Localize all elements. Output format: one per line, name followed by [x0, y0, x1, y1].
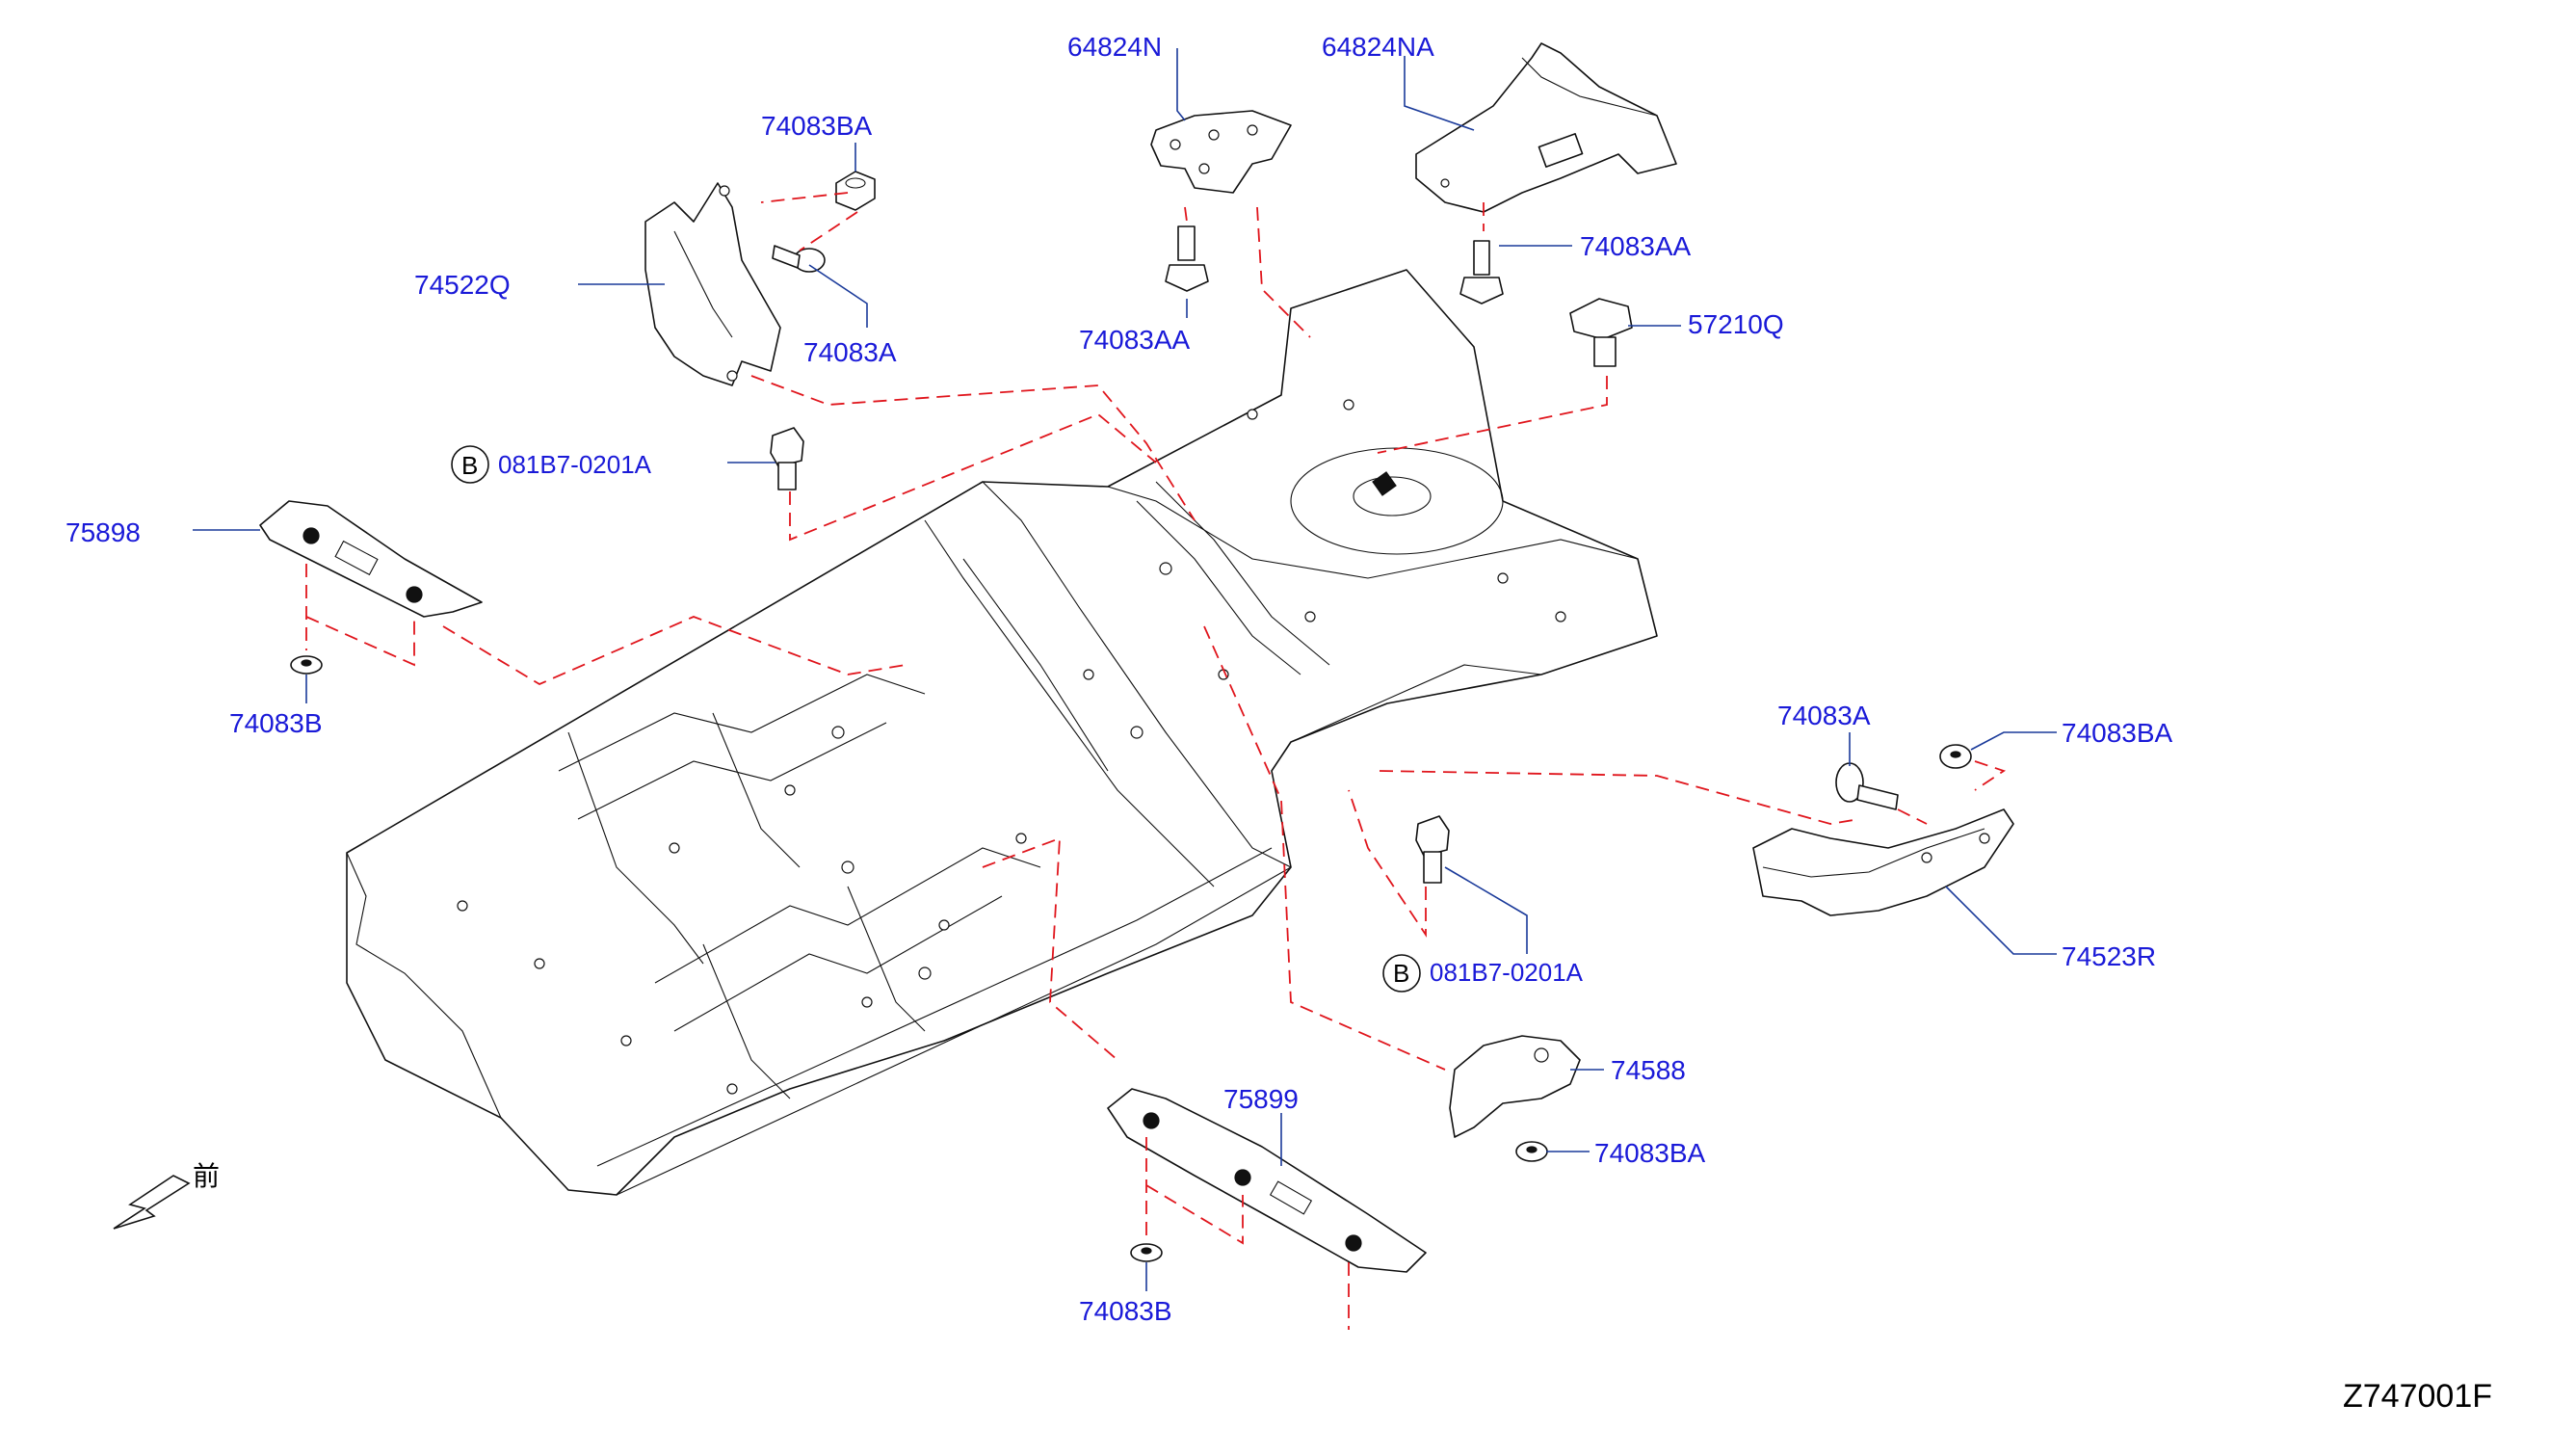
label-74083ba-right: 74083BA [2062, 718, 2173, 748]
nut-74083ba-top-drawing [835, 171, 876, 211]
label-74083ba-bottom: 74083BA [1594, 1138, 1706, 1168]
bracket-74523r-drawing [1752, 808, 2014, 916]
bracket-64824n-drawing [1150, 110, 1292, 194]
nut-74083ba-bottom-drawing [1515, 1141, 1548, 1162]
nut-74083b-bottom-drawing [1130, 1243, 1163, 1262]
label-57210q: 57210Q [1688, 309, 1784, 339]
label-74083b-bottom: 74083B [1079, 1296, 1172, 1326]
bolt-letter-left: B [461, 451, 478, 480]
front-arrow-icon [113, 1175, 191, 1230]
label-081b7-right: 081B7-0201A [1430, 958, 1584, 987]
bolt-081b7-right-drawing [1415, 815, 1450, 884]
label-75898: 75898 [66, 517, 141, 547]
label-74083aa-right: 74083AA [1580, 231, 1692, 261]
label-74083b-left: 74083B [229, 708, 323, 738]
plug-57210q-drawing [1569, 298, 1633, 367]
label-74083ba-top: 74083BA [761, 111, 873, 141]
bolt-letter-right: B [1393, 959, 1409, 988]
bracket-74588-drawing [1449, 1035, 1581, 1138]
label-64824n: 64824N [1067, 32, 1162, 62]
stud-74083aa-mid-drawing [1165, 225, 1209, 292]
label-74083aa-mid: 74083AA [1079, 325, 1191, 355]
bolt-081b7-left-drawing [770, 427, 804, 490]
label-74083a-right: 74083A [1777, 701, 1871, 730]
front-label: 前 [193, 1160, 220, 1192]
dashed-connectors [305, 192, 2007, 1330]
label-74522q: 74522Q [414, 270, 511, 300]
leader-lines [193, 48, 2057, 1291]
label-75899: 75899 [1223, 1084, 1299, 1114]
reinforcement-75898-drawing [259, 500, 483, 618]
bracket-74522q-drawing [644, 182, 781, 386]
nut-74083b-left-drawing [290, 655, 323, 675]
stud-74083aa-right-drawing [1459, 240, 1504, 305]
label-64824na: 64824NA [1322, 32, 1434, 62]
bolt-circle-right [1382, 954, 1421, 993]
label-74588: 74588 [1611, 1055, 1686, 1085]
bolt-callout-right: B 081B7-0201A [1382, 954, 1584, 993]
nut-74083ba-right-drawing [1939, 744, 1972, 769]
bolt-circle-left [451, 445, 489, 484]
bolt-callout-left: B 081B7-0201A [451, 445, 652, 484]
diagram-code: Z747001F [2343, 1378, 2492, 1415]
floor-panel-drawing [346, 269, 1658, 1196]
label-74083a-left: 74083A [803, 337, 897, 367]
reinforcement-75899-drawing [1107, 1088, 1427, 1273]
bolt-74083a-right-drawing [1835, 762, 1899, 810]
bracket-64824na-drawing [1415, 42, 1677, 213]
bolt-74083a-left-drawing [772, 245, 826, 273]
front-direction-indicator: 前 [113, 1160, 220, 1230]
label-081b7-left: 081B7-0201A [498, 450, 652, 479]
label-74523r: 74523R [2062, 941, 2156, 971]
